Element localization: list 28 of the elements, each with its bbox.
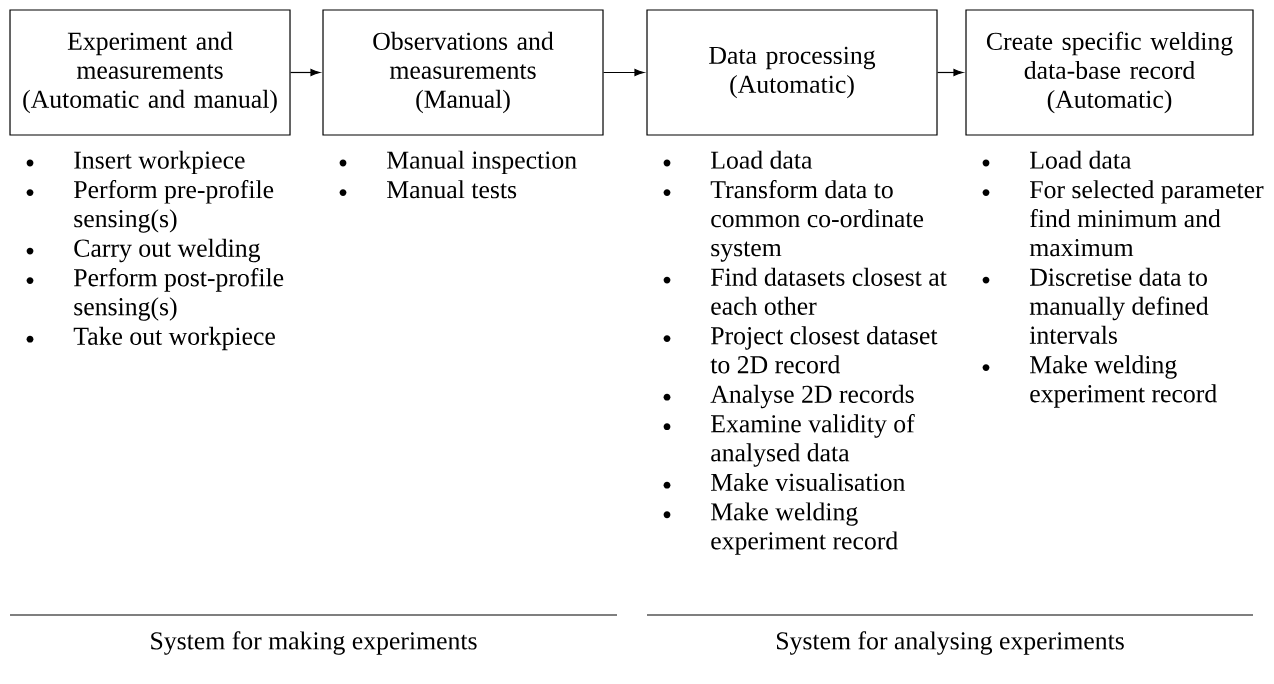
arrow [290,68,321,77]
bullet-item: Load data [982,150,1132,169]
bullet-item: Perform pre-profile sensing(s) [26,179,274,233]
process-box: Experiment and measurements (Automatic and manual) [9,9,291,136]
bullet-item: Load data [663,150,813,169]
bullet-item: Take out workpiece [26,326,275,351]
section-label: System for analysing experiments [777,631,1124,655]
bullet-item: Find datasets closest at each other [663,267,947,315]
process-box: Observations and measurements (Manual) [322,9,604,136]
bullet-item: Make visualisation [663,472,906,491]
bullet-item: Project closest dataset to 2D record [663,326,938,374]
bullet-item: Make welding experiment record [982,355,1217,408]
bullet-item: Analyse 2D records [663,384,914,409]
bullet-item: Insert workpiece [26,150,245,175]
bullet-item: Discretise data to manually defined intervals [982,267,1209,344]
process-box: Create specific welding data-base record (Automatic) [965,9,1254,136]
bullet-item: Perform post-profile sensing(s) [26,268,284,321]
bullet-item: Transform data to common co-ordinate system [663,179,924,262]
section-label: System for making experiments [151,631,477,655]
bullet-item: Manual inspection [339,150,577,175]
arrow [603,68,645,77]
bullet-item: For selected parameter find minimum and maximum [982,180,1264,257]
bullet-item: Carry out welding [26,238,261,263]
bullet-item: Manual tests [339,180,517,199]
process-box: Data processing (Automatic) [646,9,938,136]
arrow [937,68,964,77]
bullet-item: Examine validity of analysed data [663,414,915,467]
bullet-item: Make welding experiment record [663,502,898,555]
